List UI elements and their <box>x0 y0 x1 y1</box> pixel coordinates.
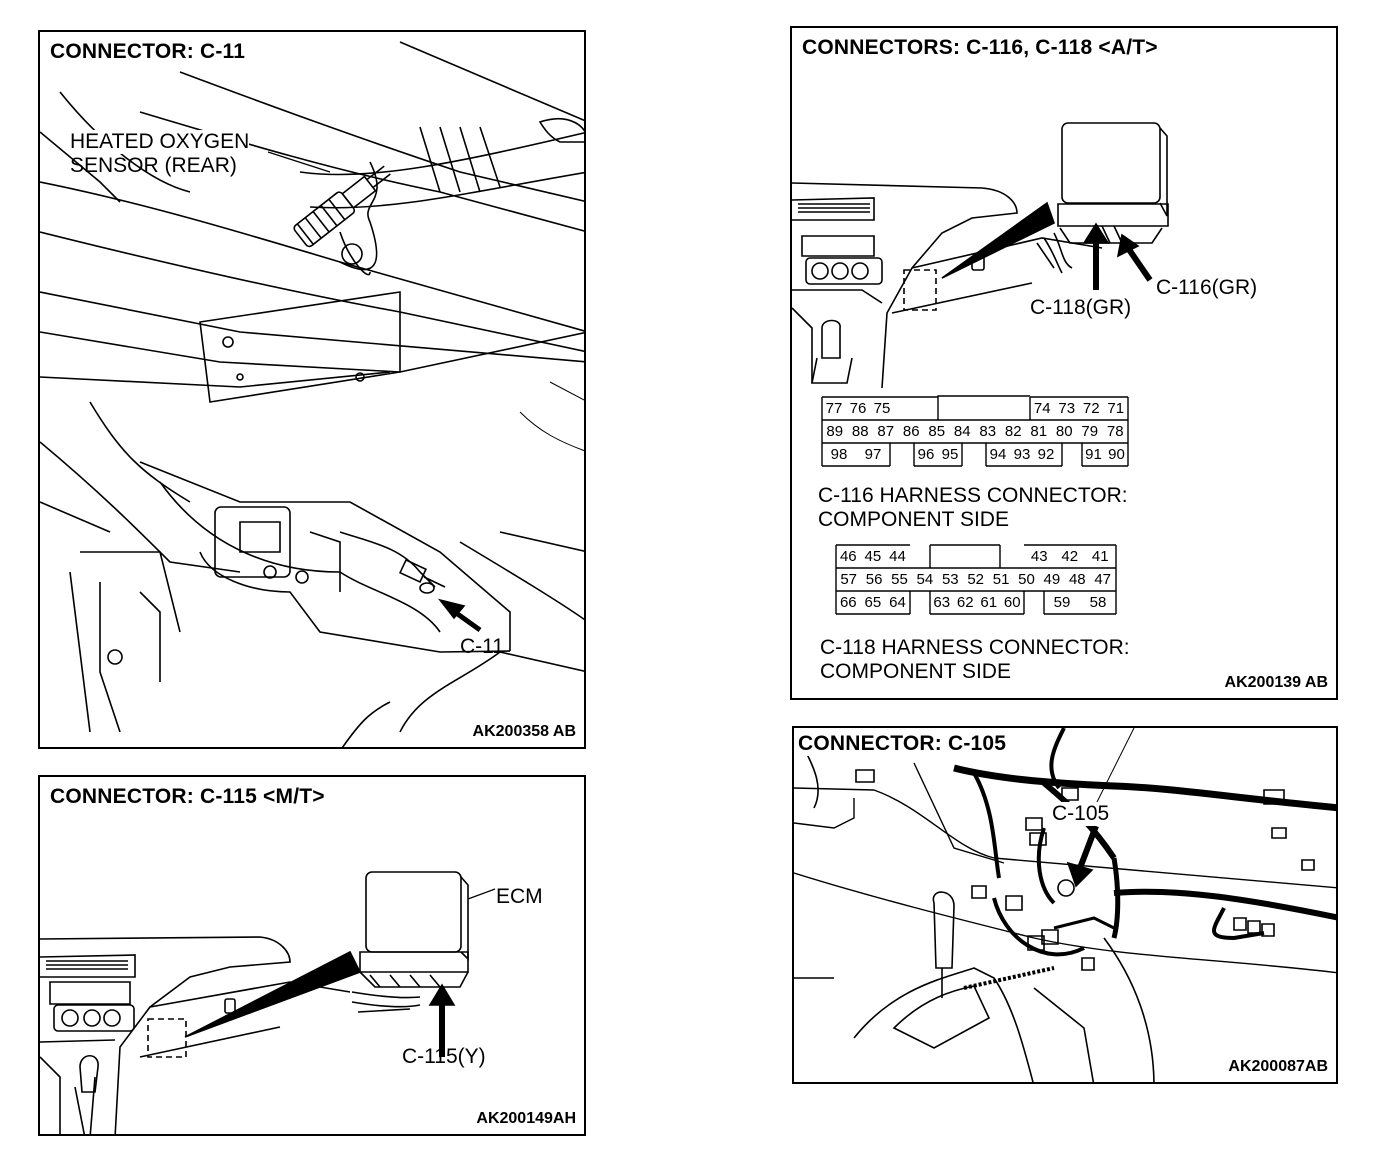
pin-number: 98 <box>830 446 848 463</box>
pin-number: 84 <box>953 423 971 440</box>
ecm-label: ECM <box>496 885 543 908</box>
pin-number: 93 <box>1013 446 1031 463</box>
pin-number: 65 <box>864 594 882 611</box>
pin-number: 41 <box>1091 548 1109 565</box>
pin-number: 89 <box>826 423 844 440</box>
pin-number: 62 <box>956 594 974 611</box>
connector-label-c115: C-115(Y) <box>402 1045 486 1068</box>
pin-number: 82 <box>1004 423 1022 440</box>
pin-number: 96 <box>917 446 935 463</box>
pin-number: 78 <box>1106 423 1124 440</box>
pin-number: 88 <box>851 423 869 440</box>
panel-title: CONNECTORS: C-116, C-118 <A/T> <box>802 36 1158 59</box>
pin-number: 48 <box>1068 571 1086 588</box>
connector-label-c116: C-116(GR) <box>1156 276 1258 299</box>
pin-number: 47 <box>1094 571 1112 588</box>
panel-connector-c115: CONNECTOR: C-115 <M/T> ECM C-115(Y) AK20… <box>38 775 586 1136</box>
c118-caption-line1: C-118 HARNESS CONNECTOR: <box>820 636 1130 659</box>
pin-number: 63 <box>933 594 951 611</box>
connector-label-c118: C-118(GR) <box>1030 296 1132 319</box>
c116-caption-line1: C-116 HARNESS CONNECTOR: <box>818 484 1128 507</box>
sensor-label-line1: HEATED OXYGEN <box>70 130 250 155</box>
pin-number: 92 <box>1037 446 1055 463</box>
sensor-label-line2: SENSOR (REAR) <box>70 154 237 177</box>
pin-number: 55 <box>891 571 908 588</box>
c116-pin-grid <box>822 396 1128 466</box>
pin-number: 95 <box>941 446 959 463</box>
connector-label-c11: C-11 <box>460 635 504 658</box>
panel-title: CONNECTOR: C-105 <box>798 732 1011 756</box>
pin-number: 91 <box>1085 446 1102 463</box>
pin-number: 97 <box>864 446 882 463</box>
panel-title: CONNECTOR: C-11 <box>50 40 246 63</box>
c118-caption-line2: COMPONENT SIDE <box>820 660 1011 683</box>
pin-number: 76 <box>849 400 867 417</box>
pin-number: 74 <box>1033 400 1051 417</box>
pin-number: 52 <box>967 571 985 588</box>
panel-connector-c105: CONNECTOR: C-105 C-105 AK200087AB <box>792 726 1338 1084</box>
figure-code: AK200149AH <box>476 1110 576 1127</box>
pin-number: 77 <box>825 400 843 417</box>
pin-number: 75 <box>873 400 891 417</box>
c105-illustration <box>794 728 1338 1084</box>
pin-number: 58 <box>1089 594 1107 611</box>
pin-number: 50 <box>1018 571 1035 588</box>
c11-illustration <box>40 32 586 749</box>
pin-number: 56 <box>865 571 883 588</box>
pin-number: 42 <box>1061 548 1079 565</box>
pin-number: 73 <box>1058 400 1076 417</box>
c118-pin-numbers: 46 45 44 43 42 41 57 56 55 54 53 52 51 50 49 48 47 66 65 64… <box>836 545 1116 614</box>
pin-number: 51 <box>992 571 1010 588</box>
pin-number: 46 <box>839 548 857 565</box>
pin-number: 85 <box>928 423 946 440</box>
pin-number: 86 <box>902 423 920 440</box>
panel-title: CONNECTOR: C-115 <M/T> <box>50 785 325 808</box>
pin-number: 45 <box>864 548 882 565</box>
pin-number: 57 <box>840 571 858 588</box>
c115-illustration <box>40 777 586 1136</box>
pin-number: 43 <box>1030 548 1048 565</box>
pin-number: 49 <box>1043 571 1061 588</box>
pin-number: 79 <box>1081 423 1099 440</box>
pin-number: 53 <box>941 571 959 588</box>
c116-c118-illustration <box>792 28 1338 700</box>
figure-code: AK200139 AB <box>1224 674 1328 691</box>
pin-number: 66 <box>839 594 857 611</box>
pin-number: 61 <box>980 594 998 611</box>
pin-number: 54 <box>916 571 934 588</box>
panel-connectors-c116-c118: CONNECTORS: C-116, C-118 <A/T> C-116(GR)… <box>790 26 1338 700</box>
c116-caption-line2: COMPONENT SIDE <box>818 508 1009 531</box>
pin-number: 87 <box>877 423 895 440</box>
pin-number: 90 <box>1108 446 1125 463</box>
connector-label-c105: C-105 <box>1052 802 1110 827</box>
pin-number: 71 <box>1107 400 1125 417</box>
pin-number: 94 <box>989 446 1007 463</box>
pin-number: 83 <box>979 423 997 440</box>
pin-number: 72 <box>1082 400 1100 417</box>
pin-number: 81 <box>1030 423 1048 440</box>
pin-number: 80 <box>1055 423 1073 440</box>
figure-code: AK200087AB <box>1228 1058 1328 1075</box>
figure-code: AK200358 AB <box>472 723 576 740</box>
pin-number: 60 <box>1003 594 1021 611</box>
pin-number: 59 <box>1053 594 1071 611</box>
c116-pin-numbers: 77 76 75 74 73 72 71 89 88 87 86 85 84 83 82 81 80 79 78 98… <box>822 397 1128 466</box>
panel-connector-c11: CONNECTOR: C-11 HEATED OXYGEN SENSOR (RE… <box>38 30 586 749</box>
pin-number: 64 <box>889 594 906 611</box>
pin-number: 44 <box>889 548 906 565</box>
c118-pin-grid <box>836 545 1116 614</box>
